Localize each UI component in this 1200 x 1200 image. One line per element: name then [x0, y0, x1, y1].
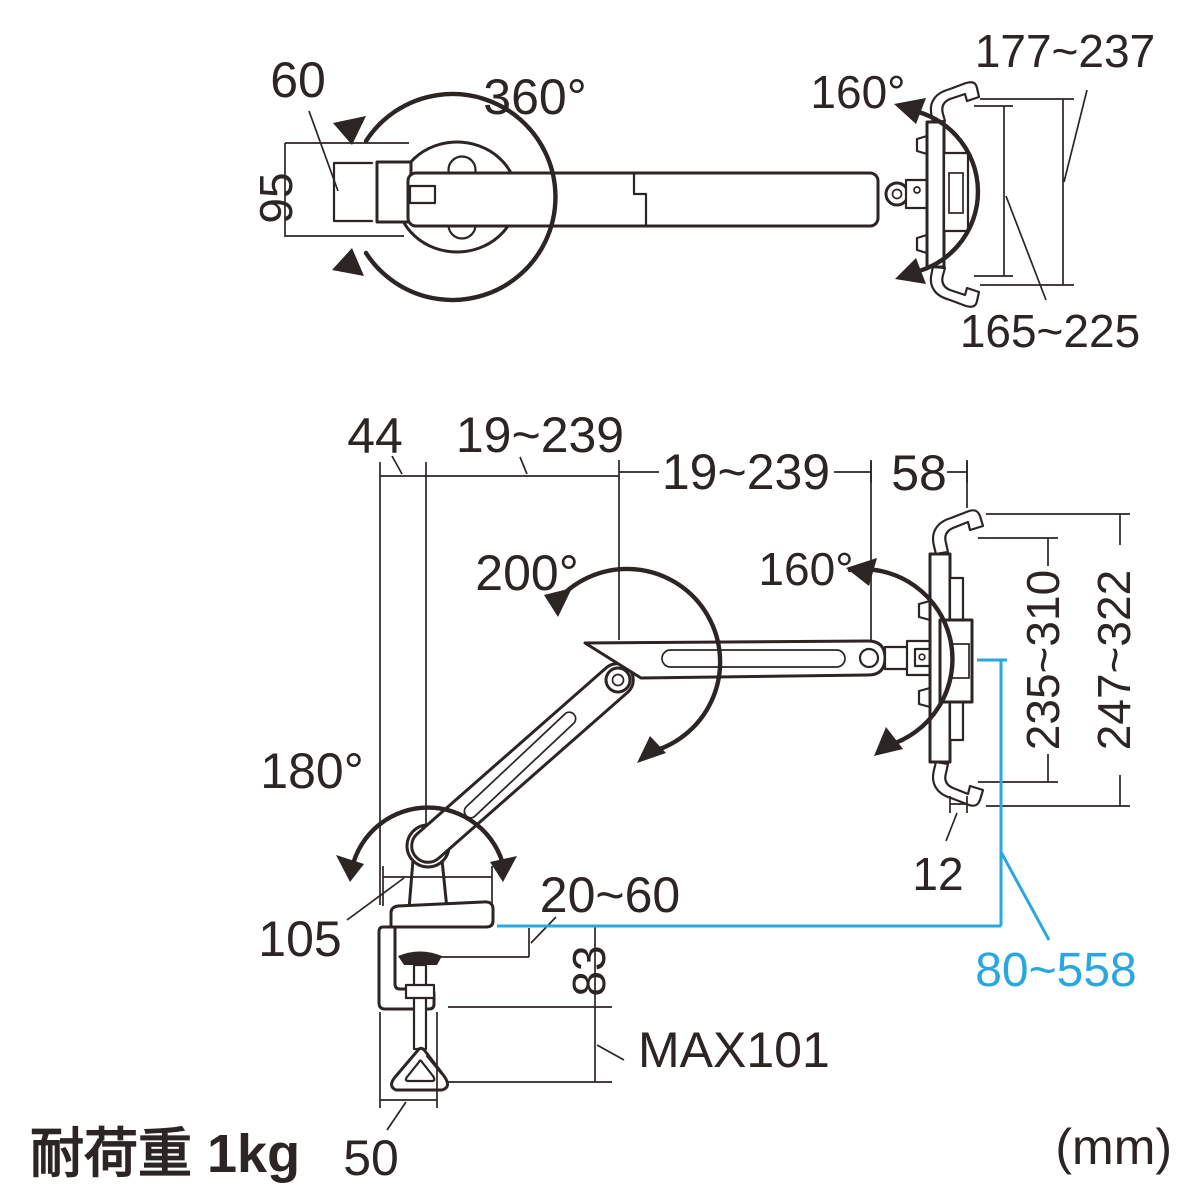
- dim-max101: [448, 1007, 625, 1083]
- rotation-arc-160-top: [900, 106, 981, 277]
- clamp-pad: [398, 951, 442, 965]
- leader-165-225: [1005, 195, 1047, 301]
- arm-end-tab: [408, 184, 437, 205]
- rotation-arc-160-side: [847, 566, 955, 749]
- holder-hook-top: [929, 81, 981, 124]
- leader-105: [346, 877, 405, 921]
- label-247-322: 247~322: [1088, 570, 1140, 750]
- upper-arm-link: [583, 639, 887, 680]
- lower-arm-link: [410, 662, 635, 864]
- holder-pivot-top-view: [884, 181, 910, 207]
- rotation-arc-200: [553, 566, 723, 756]
- mount-bracket-outline: [332, 161, 374, 223]
- dim-inner-height: [974, 105, 1013, 277]
- label-95: 95: [250, 172, 302, 223]
- arrowhead: [874, 727, 903, 756]
- label-max101: MAX101: [638, 1022, 830, 1078]
- tablet-holder-side-view: [905, 509, 985, 807]
- label-19-239-b: 19~239: [662, 444, 830, 500]
- elbow-joint: [604, 666, 632, 694]
- holder-connector-top-view: [904, 178, 930, 210]
- holder-hook-top-side: [931, 509, 985, 556]
- label-180deg: 180°: [260, 743, 363, 799]
- clamp-bracket: [377, 925, 436, 1011]
- dim-12: [945, 796, 968, 842]
- label-58: 58: [891, 445, 947, 501]
- holder-cradle: [942, 151, 970, 233]
- arm-joint-seam: [632, 172, 648, 227]
- dim-235-310: [978, 537, 1058, 783]
- leader-177-237: [1063, 89, 1088, 183]
- dim-outer-height: [980, 98, 1074, 286]
- clamp-screw-shaft: [412, 963, 428, 1051]
- height-range-annotation: 80~558: [497, 658, 1137, 997]
- side-view: 80~558 44 19~239 19~239 58 200° 160° 180…: [258, 407, 1140, 1186]
- dim-line-row2: [619, 461, 968, 483]
- leader-50: [386, 1101, 407, 1131]
- label-200deg: 200°: [475, 545, 578, 601]
- holder-bar: [925, 120, 946, 269]
- arrowhead: [544, 588, 572, 617]
- label-160deg-top: 160°: [810, 66, 905, 118]
- rotation-arc-360: [363, 91, 558, 303]
- dim-247-322: [986, 513, 1130, 807]
- label-20-60: 20~60: [540, 867, 680, 923]
- label-83: 83: [563, 945, 615, 996]
- holder-hook-bottom-side: [931, 760, 985, 807]
- label-80-558: 80~558: [975, 944, 1137, 997]
- leader-80-558: [999, 851, 1051, 941]
- arrowhead: [637, 736, 666, 763]
- side-view-dimensions: [346, 513, 1130, 1131]
- load-capacity-label: 耐荷重 1kg: [30, 1124, 300, 1184]
- leader-60: [308, 110, 339, 192]
- arrowhead: [894, 98, 926, 124]
- arrowhead: [895, 258, 926, 284]
- base-plate: [389, 900, 495, 929]
- dim-20-60: [441, 916, 557, 958]
- label-160deg-side: 160°: [758, 543, 853, 595]
- arrowhead: [490, 856, 517, 882]
- unit-label: (mm): [1055, 1119, 1172, 1175]
- label-105: 105: [258, 911, 341, 967]
- label-60: 60: [270, 52, 326, 108]
- arm-side-view: [410, 639, 910, 864]
- dim-105: [382, 866, 493, 906]
- holder-connector: [883, 645, 910, 671]
- dim-83: [448, 927, 612, 1008]
- label-360deg: 360°: [483, 69, 586, 125]
- holder-hook-bottom: [929, 265, 981, 308]
- wrist-joint: [858, 647, 880, 669]
- mount-block: [375, 160, 413, 224]
- label-177-237: 177~237: [975, 25, 1155, 77]
- label-50: 50: [343, 1130, 399, 1186]
- arrowhead: [336, 855, 364, 882]
- top-view: 60 95 360° 160° 177~237 165~225: [250, 25, 1155, 357]
- arrowhead: [846, 558, 877, 586]
- arm-bar-top-view: [406, 171, 880, 228]
- label-165-225: 165~225: [960, 305, 1140, 357]
- rotation-arc-180: [349, 805, 507, 871]
- label-12: 12: [912, 848, 963, 900]
- holder-cradle-side: [938, 618, 974, 704]
- label-44: 44: [347, 408, 403, 464]
- top-view-dimensions: [284, 89, 1088, 301]
- label-235-310: 235~310: [1017, 570, 1069, 750]
- side-view-extension-lines: [379, 455, 968, 905]
- arrowhead: [332, 248, 364, 276]
- arrowhead: [333, 116, 366, 145]
- tablet-holder-top-view: [915, 81, 981, 308]
- clamp-screw-collar: [404, 983, 436, 1000]
- label-19-239-a: 19~239: [456, 407, 624, 463]
- dim-50: [379, 1012, 438, 1108]
